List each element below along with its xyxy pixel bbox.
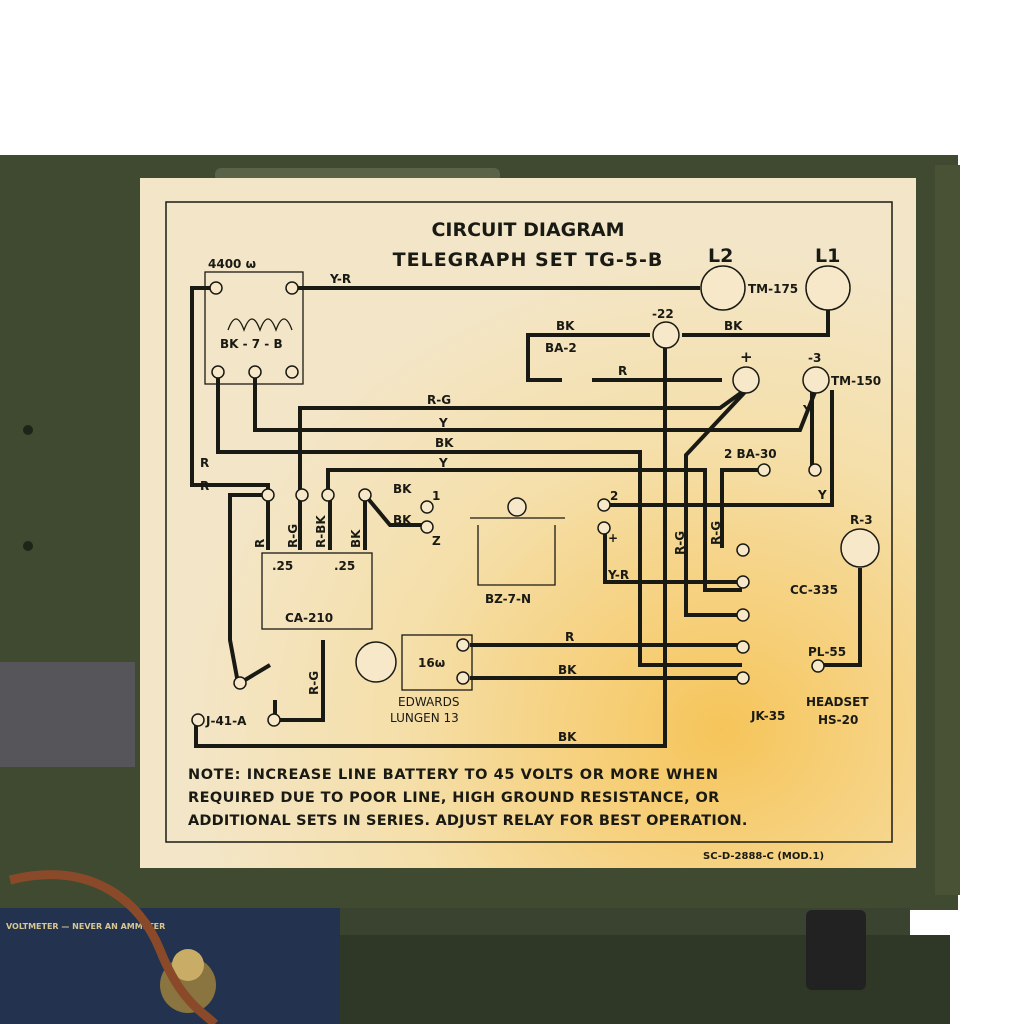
key-terminal-label: 1 <box>432 489 440 503</box>
diagram-subtitle: TELEGRAPH SET TG-5-B <box>393 249 664 271</box>
r3-label: R-3 <box>850 513 873 527</box>
wire-label: BK <box>558 663 577 677</box>
sounder-model-label: LUNGEN 13 <box>390 711 459 725</box>
wire-label: BK <box>556 319 575 333</box>
screw-hole <box>23 541 33 551</box>
hs20-label: HS-20 <box>818 713 858 727</box>
note-line: REQUIRED DUE TO POOR LINE, HIGH GROUND R… <box>188 790 720 806</box>
wire-label: R-G <box>709 521 723 545</box>
terminal-minus3-label: -3 <box>808 351 821 365</box>
pl55-label: PL-55 <box>808 645 846 659</box>
wire-label: R <box>565 630 574 644</box>
wire-label: R <box>618 364 627 378</box>
battery-label: VOLTMETER — NEVER AN AMMETER <box>6 922 165 931</box>
wiring <box>190 286 862 748</box>
capacitor-ca210-label: CA-210 <box>285 611 333 625</box>
terminal-l2-label: L2 <box>708 245 733 267</box>
key-terminal-label: Z <box>432 534 441 548</box>
wire-label: Y-R <box>607 568 629 582</box>
cc335-label: CC-335 <box>790 583 838 597</box>
wire-label: Y <box>817 488 827 502</box>
wire-label: R-BK <box>314 515 328 548</box>
latch <box>806 910 866 990</box>
felt-pad <box>0 662 135 767</box>
wire-label: R <box>200 456 209 470</box>
relay-label: BK - 7 - B <box>220 337 283 351</box>
wire-label: Y <box>438 416 448 430</box>
jk35-label: JK-35 <box>750 709 785 723</box>
tm150-label: TM-150 <box>831 374 881 388</box>
cloth-wire <box>8 870 219 1024</box>
capacitor-value: .25 <box>272 559 293 573</box>
drawing-code: SC-D-2888-C (MOD.1) <box>703 851 824 862</box>
battery-ba30-label: 2 BA-30 <box>724 447 777 461</box>
wire-label: BK <box>435 436 454 450</box>
screw-hole <box>23 425 33 435</box>
wire-label: BK <box>349 529 363 548</box>
wire-label: R <box>200 479 209 493</box>
diagram-border <box>165 201 893 843</box>
terminal-plus-label: + <box>740 348 753 366</box>
key-terminal-label: + <box>608 531 618 545</box>
terminal-l1-label: L1 <box>815 245 840 267</box>
key-terminal-label: 2 <box>610 489 618 503</box>
wire-label: R <box>253 539 267 548</box>
battery-terminal-cap <box>172 949 204 981</box>
capacitor-value: .25 <box>334 559 355 573</box>
wire-label: R-G <box>427 393 451 407</box>
wire-label: BK <box>558 730 577 744</box>
note-line: ADDITIONAL SETS IN SERIES. ADJUST RELAY … <box>188 813 748 829</box>
wire-label: R-G <box>307 671 321 695</box>
buzzer-label: BZ-7-N <box>485 592 531 606</box>
wire-label: Y <box>438 456 448 470</box>
diagram-title: CIRCUIT DIAGRAM <box>431 219 624 241</box>
wire-label: Y <box>802 403 812 417</box>
note-line: NOTE: INCREASE LINE BATTERY TO 45 VOLTS … <box>188 767 719 783</box>
sounder-resistance-label: 16ω <box>418 656 445 670</box>
sounder-label: EDWARDS <box>398 695 459 709</box>
battery-ba2-label: BA-2 <box>545 341 577 355</box>
wire-label: BK <box>393 482 412 496</box>
terminals <box>191 265 880 727</box>
wire-label: R-G <box>286 524 300 548</box>
component-labels: 4400 ω BK - 7 - B Y-R R-G Y BK Y R R L2 … <box>200 245 881 744</box>
relay-resistance-label: 4400 ω <box>208 257 256 271</box>
wire-label: BK <box>393 513 412 527</box>
lid-rim <box>935 165 960 895</box>
headset-label: HEADSET <box>806 695 869 709</box>
j41-label: J-41-A <box>205 714 247 728</box>
terminal-minus22-label: -22 <box>652 307 674 321</box>
wire-label: Y-R <box>329 272 351 286</box>
wire-label: BK <box>724 319 743 333</box>
diagram-card <box>140 178 916 868</box>
tm175-label: TM-175 <box>748 282 798 296</box>
wire-label: R-G <box>673 531 687 555</box>
note: NOTE: INCREASE LINE BATTERY TO 45 VOLTS … <box>188 767 748 829</box>
